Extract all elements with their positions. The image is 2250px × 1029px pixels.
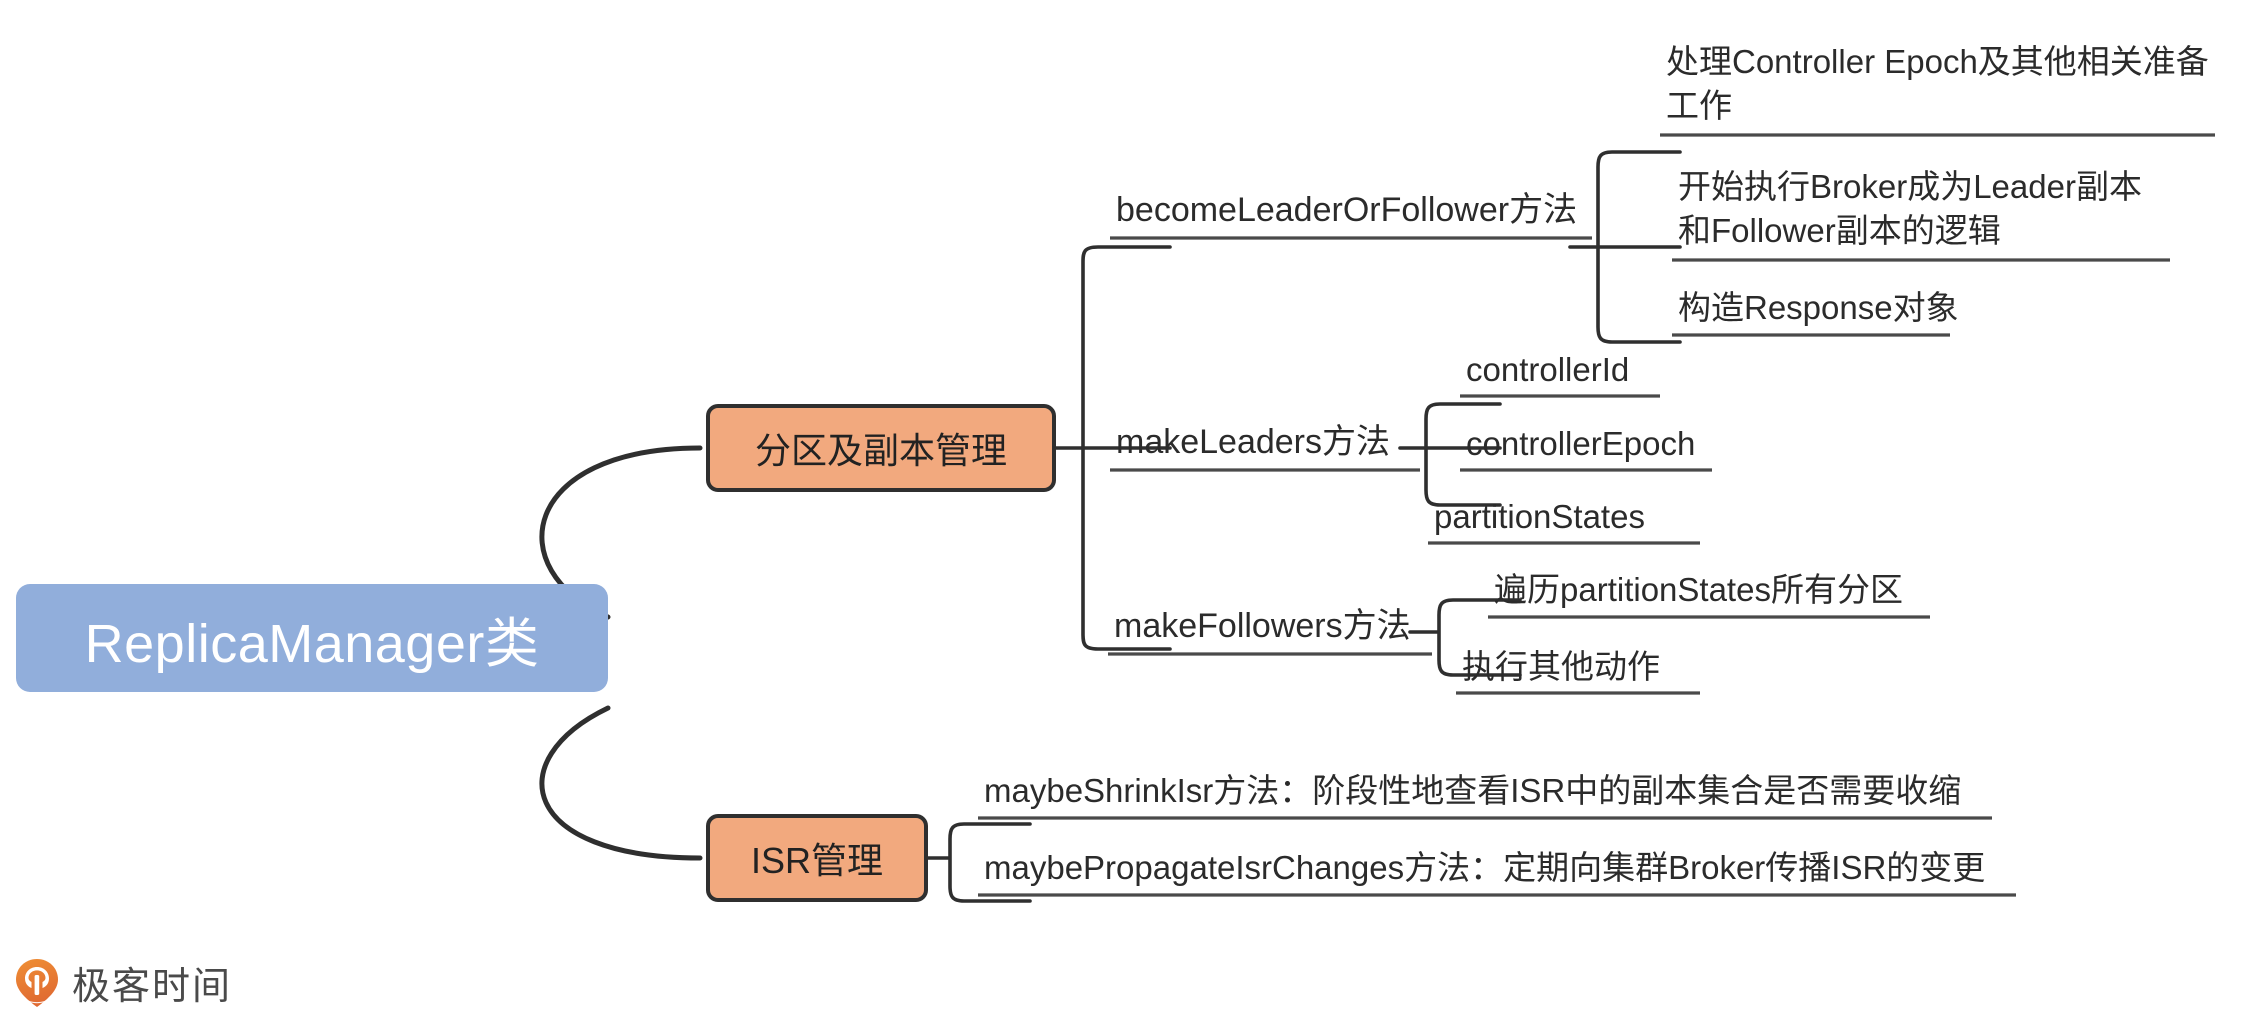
geektime-logo: 极客时间 — [14, 955, 232, 1010]
topic-partition-states[interactable]: partitionStates — [1434, 498, 1645, 535]
geektime-pin-icon — [14, 958, 60, 1008]
topic-handle-controller-epoch[interactable]: 处理Controller Epoch及其他相关准备工作 — [1666, 43, 2209, 124]
edge-root-to-isr — [539, 705, 703, 861]
branch-node-isr-management[interactable]: ISR管理 — [706, 814, 928, 902]
root-node[interactable]: ReplicaManager类 — [16, 584, 608, 692]
topic-controller-id[interactable]: controllerId — [1466, 351, 1630, 388]
topic-build-response-object[interactable]: 构造Response对象 — [1678, 289, 1959, 326]
topic-broker-leader-follower-logic[interactable]: 开始执行Broker成为Leader副本和Follower副本的逻辑 — [1678, 168, 2142, 249]
topic-maybe-shrink-isr[interactable]: maybeShrinkIsr方法：阶段性地查看ISR中的副本集合是否需要收缩 — [984, 772, 1962, 809]
topic-maybe-propagate-isr-changes[interactable]: maybePropagateIsrChanges方法：定期向集群Broker传播… — [984, 849, 1986, 886]
topic-make-followers[interactable]: makeFollowers方法 — [1114, 607, 1411, 645]
edge-become-bracket — [1596, 150, 1682, 344]
branch-node-partition-replica-management[interactable]: 分区及副本管理 — [706, 404, 1056, 492]
topic-other-actions[interactable]: 执行其他动作 — [1462, 648, 1660, 685]
topic-controller-epoch[interactable]: controllerEpoch — [1466, 425, 1696, 462]
topic-iterate-partition-states[interactable]: 遍历partitionStates所有分区 — [1494, 571, 1903, 608]
topic-become-leader-or-follower[interactable]: becomeLeaderOrFollower方法 — [1116, 191, 1578, 229]
geektime-logo-text: 极客时间 — [72, 966, 233, 1008]
topic-make-leaders[interactable]: makeLeaders方法 — [1116, 423, 1391, 461]
